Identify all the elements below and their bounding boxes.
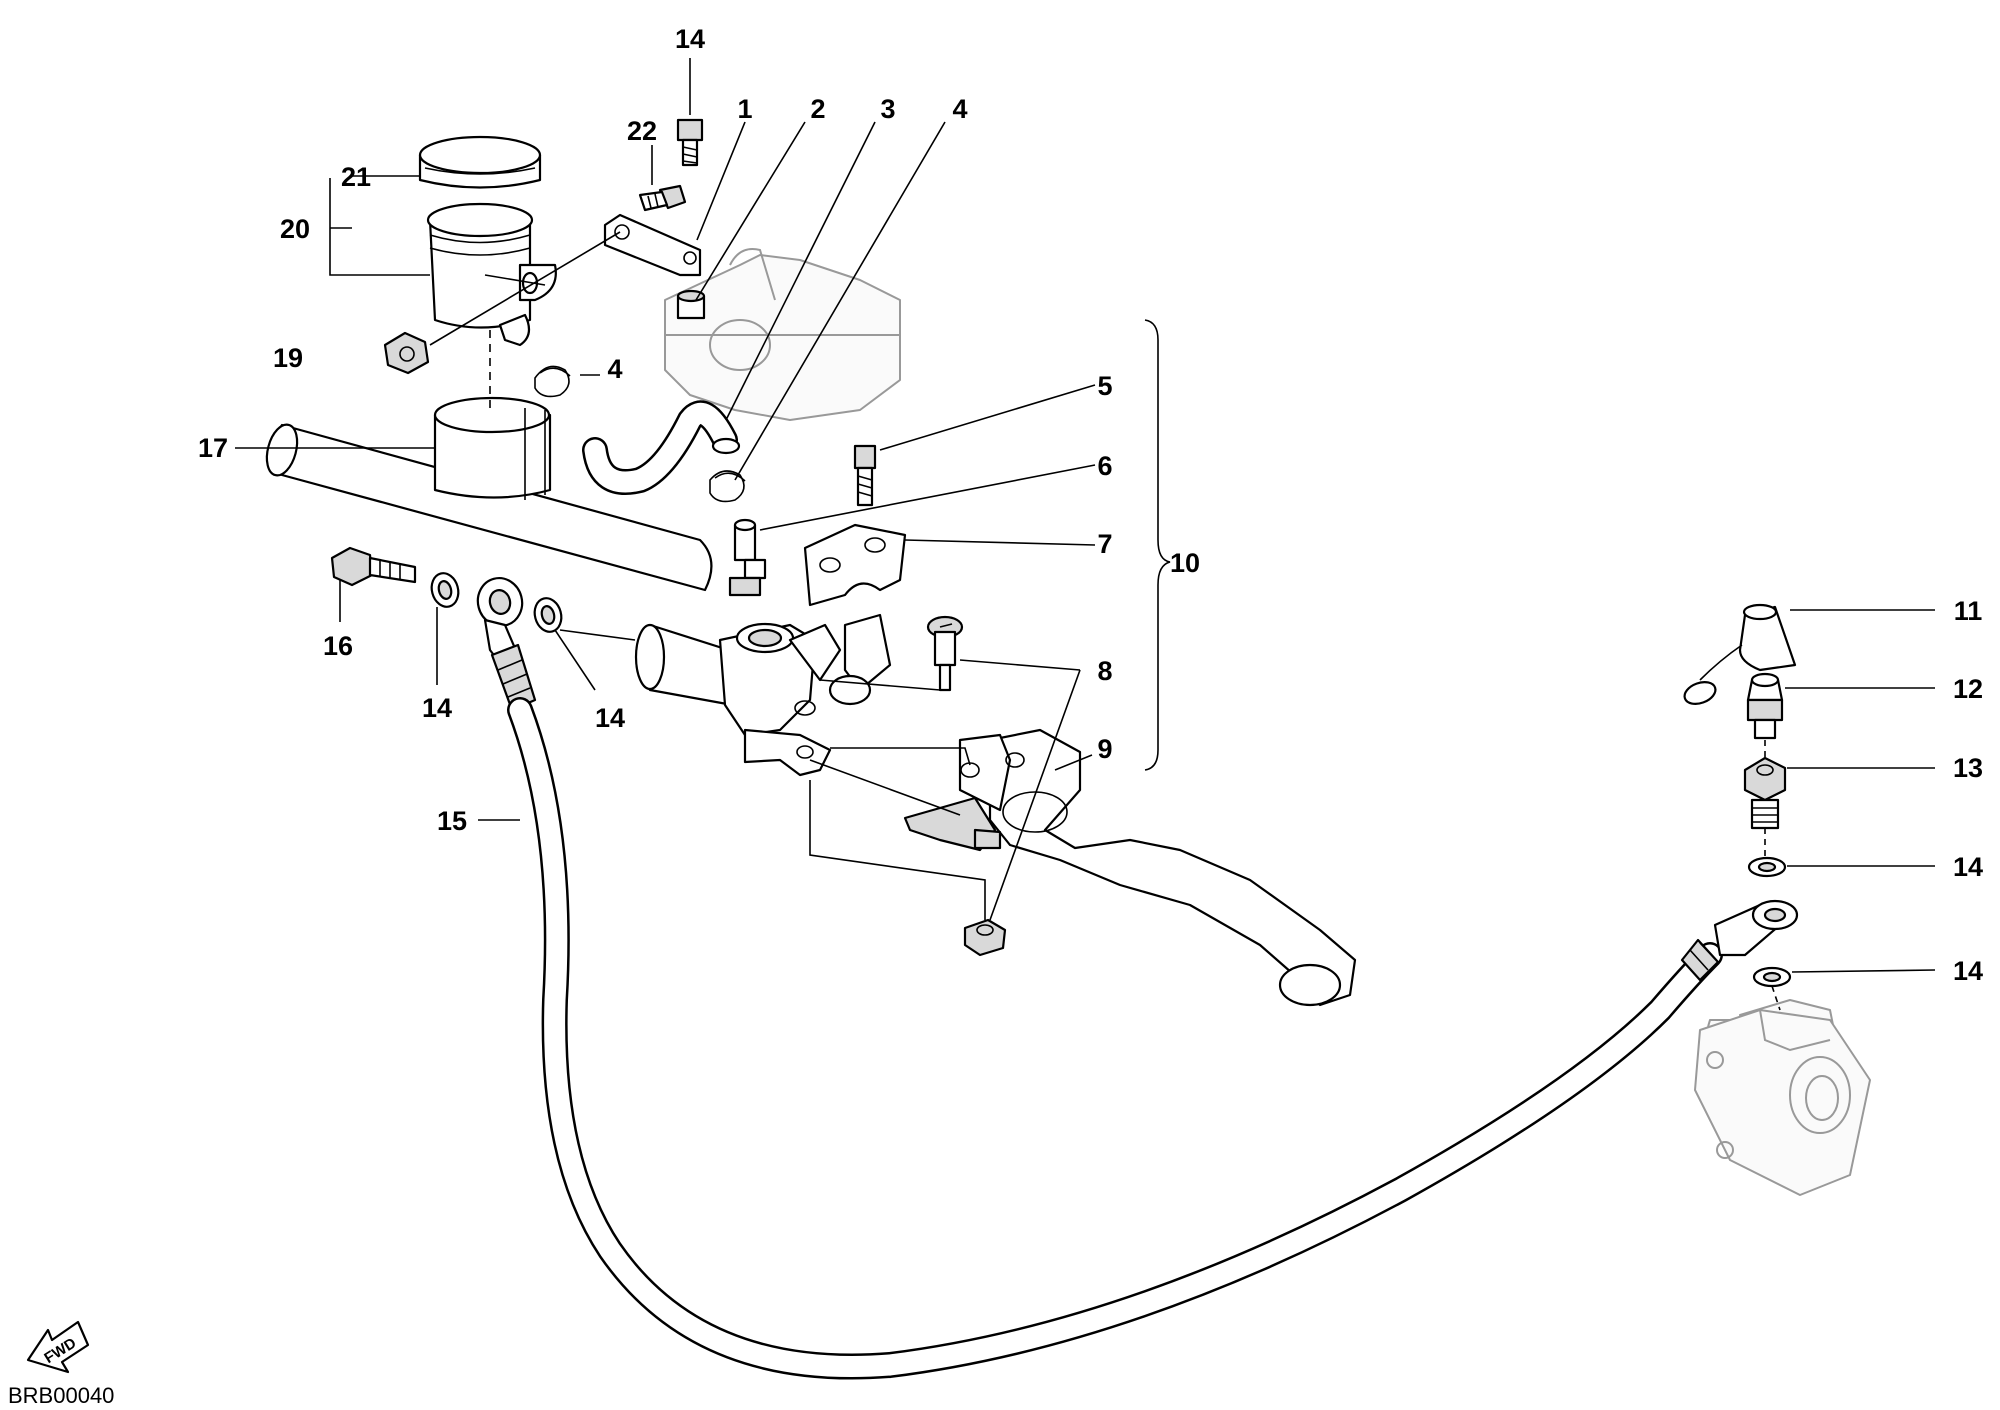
hose-clamp-upper: [534, 365, 571, 398]
clamp-bolt: [853, 444, 877, 507]
callout-15: 15: [437, 806, 467, 836]
fluid-reservoir: [426, 202, 557, 347]
callout-16: 16: [323, 631, 353, 661]
reservoir-nut: [383, 331, 430, 375]
bleed-screw: [1746, 672, 1784, 740]
drawing-code: BRB00040: [8, 1383, 114, 1408]
banjo-fitting-master: [476, 577, 537, 712]
clutch-lever: [903, 728, 1357, 1007]
pivot-screw: [926, 615, 964, 692]
callout-18: 14: [675, 24, 705, 54]
hose-clamp-lower: [709, 470, 746, 503]
banjo-fitting-slave: [1680, 899, 1799, 982]
master-cylinder-body: [718, 613, 892, 777]
bracket-screw-18: [676, 118, 704, 167]
hose-fitting: [728, 518, 767, 597]
fwd-arrow-icon: FWD: [26, 1320, 90, 1374]
washer-14-lower: [1752, 966, 1792, 988]
callout-4-top: 4: [952, 94, 967, 124]
callout-7: 7: [1097, 529, 1112, 559]
clutch-hose: [507, 697, 1723, 1380]
bleed-nut: [1743, 756, 1787, 830]
bleed-cap: [1683, 603, 1797, 705]
callout-19: 19: [273, 343, 303, 373]
callout-11: 11: [1954, 596, 1983, 626]
handlebar-clamp: [803, 523, 907, 607]
washer-14-left: [430, 572, 460, 608]
callout-22: 22: [627, 116, 657, 146]
callout-21: 21: [341, 162, 371, 192]
callout-10: 10: [1170, 548, 1200, 578]
callout-labels: 14 22 1 2 3 4 21 20 19 4 17 5 6 7 10 8 9…: [198, 24, 1983, 986]
callout-13: 13: [1953, 753, 1983, 783]
callout-12: 12: [1953, 674, 1983, 704]
callout-20: 20: [280, 214, 310, 244]
washer-14-right: [533, 597, 563, 633]
reservoir-hose: [582, 400, 741, 495]
callout-2: 2: [810, 94, 825, 124]
callout-6: 6: [1097, 451, 1112, 481]
callout-14-a: 14: [422, 693, 452, 723]
pivot-nut: [963, 918, 1007, 957]
slave-cylinder-base: [1694, 1009, 1871, 1196]
handlebar-clamp-ghost: [664, 248, 901, 421]
banjo-bolt: [330, 546, 417, 587]
handlebar-tube: [265, 423, 762, 712]
callout-17: 17: [198, 433, 228, 463]
callout-14-c: 14: [1953, 852, 1983, 882]
washer-14-upper: [1747, 856, 1787, 878]
callout-8: 8: [1097, 656, 1112, 686]
callout-14-d: 14: [1953, 956, 1983, 986]
callout-1: 1: [737, 94, 752, 124]
reservoir-bracket: [603, 213, 702, 277]
reservoir-cap: [418, 135, 542, 189]
callout-4-side: 4: [607, 354, 622, 384]
callout-14-b: 14: [595, 703, 625, 733]
callout-5: 5: [1097, 371, 1112, 401]
callout-9: 9: [1097, 734, 1112, 764]
spacer-2: [676, 289, 706, 320]
leader-lines: [235, 58, 1936, 1011]
callout-3: 3: [880, 94, 895, 124]
bracket-screw-22: [638, 184, 687, 212]
reservoir-sleeve: [433, 396, 552, 500]
